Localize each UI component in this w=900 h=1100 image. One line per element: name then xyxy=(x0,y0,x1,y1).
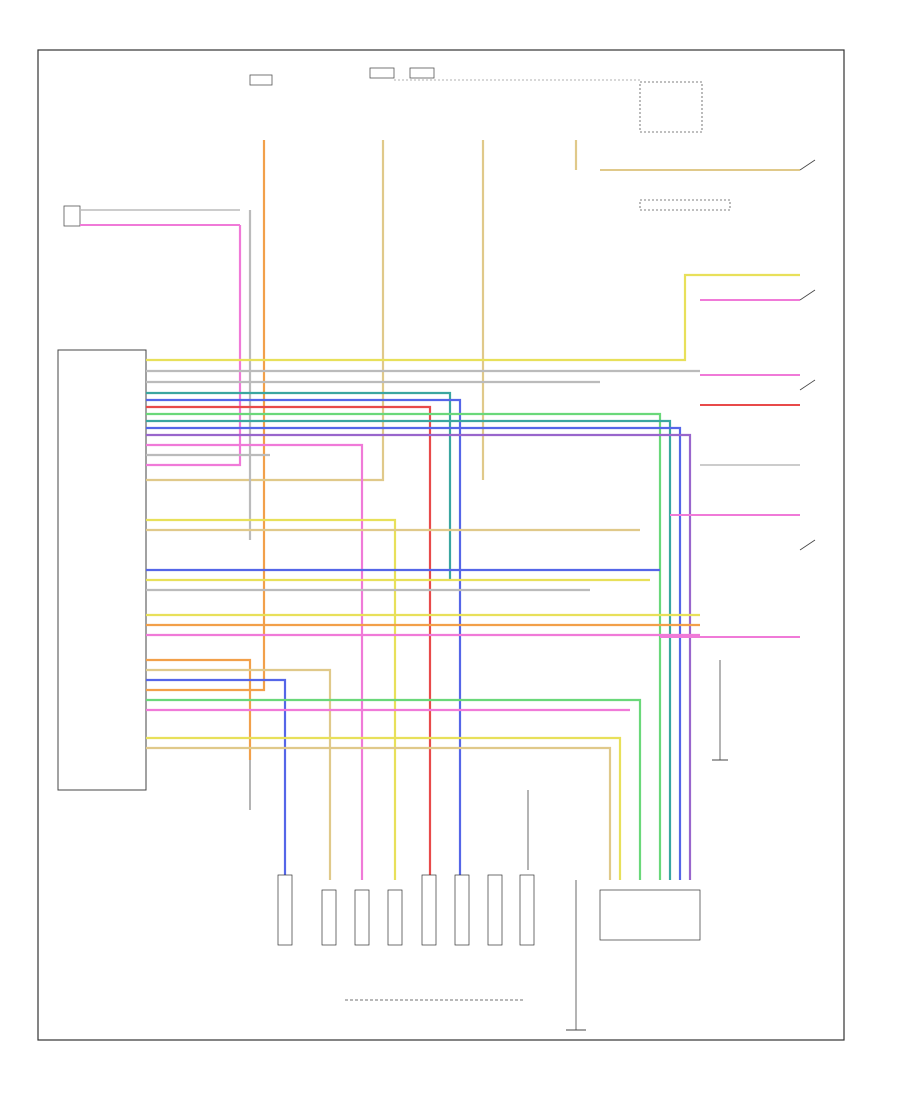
vertical-wires xyxy=(146,140,578,692)
row-yellow-top xyxy=(146,273,800,362)
bottom-conn-8 xyxy=(519,874,535,946)
row-blue-2 xyxy=(146,426,682,880)
diagram-frame xyxy=(37,49,845,1041)
row-yellow-mid xyxy=(146,518,397,880)
bottom-conn-5 xyxy=(421,874,437,946)
bottom-conn-2 xyxy=(321,889,337,946)
row-teal-2 xyxy=(146,419,672,880)
row-tan-bottom xyxy=(146,668,332,880)
wire-orange-main xyxy=(146,140,266,692)
top-connector-1 xyxy=(249,74,273,86)
row-red-1 xyxy=(146,405,432,880)
bottom-conn-group xyxy=(599,889,701,941)
wire-pink-upper xyxy=(146,225,242,467)
right-switch-1 xyxy=(799,159,816,171)
right-components xyxy=(600,159,816,761)
left-device xyxy=(63,205,240,227)
left-device-body xyxy=(63,205,81,227)
harness-rows xyxy=(146,273,800,880)
row-pink-1 xyxy=(146,443,364,880)
bottom-conn-3 xyxy=(354,889,370,946)
lower-rows xyxy=(146,658,642,880)
bottom-connectors xyxy=(249,760,701,1031)
bottom-conn-4 xyxy=(387,889,403,946)
row-yellow-bottom xyxy=(146,736,622,880)
row-purple-1 xyxy=(146,433,692,880)
row-blue-1 xyxy=(146,398,462,880)
wire-tan-1 xyxy=(146,140,385,482)
row-green-1 xyxy=(146,412,662,880)
control-module-box xyxy=(57,349,147,791)
right-switch-3 xyxy=(799,379,816,391)
top-connector-3 xyxy=(409,67,435,79)
top-connectors xyxy=(249,67,703,133)
bottom-conn-6 xyxy=(454,874,470,946)
row-orange-bottom xyxy=(146,658,252,760)
top-right-box xyxy=(639,81,703,133)
top-connector-2 xyxy=(369,67,395,79)
right-switch-box-1 xyxy=(639,199,731,211)
right-switch-4 xyxy=(799,539,816,551)
right-switch-2 xyxy=(799,289,816,301)
row-teal-1 xyxy=(146,391,452,580)
row-green-bottom xyxy=(146,698,642,880)
row-blue-bottom xyxy=(146,678,287,880)
bottom-conn-7 xyxy=(487,874,503,946)
bottom-conn-1 xyxy=(277,874,293,946)
row-tan-bottom-2 xyxy=(146,746,612,880)
mid-rows xyxy=(146,518,700,880)
